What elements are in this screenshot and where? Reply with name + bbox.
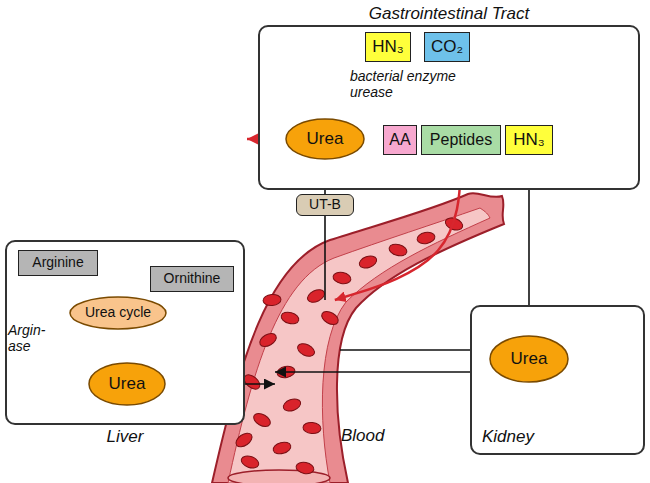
node-label: Arginine	[32, 255, 83, 270]
molecule-box: HN₃	[365, 32, 411, 62]
organ-panel: UreaKidney	[470, 305, 645, 455]
transporter-box: UT-B	[296, 194, 354, 216]
vessel-lumen	[228, 208, 490, 483]
node-label: CO₂	[431, 38, 463, 57]
red-blood-cell	[358, 254, 379, 270]
red-blood-cell	[416, 231, 436, 245]
red-blood-cell	[296, 341, 317, 359]
red-blood-cell	[272, 440, 292, 455]
red-blood-cell	[332, 271, 352, 285]
node-label: Urea	[307, 130, 344, 149]
red-blood-cell	[306, 287, 327, 305]
blood-vessel	[212, 193, 504, 483]
red-blood-cell	[263, 294, 282, 307]
annotation-label: bacterial enzyme urease	[350, 68, 458, 100]
region-label: Gastrointestinal Tract	[260, 4, 638, 24]
node-label: Peptides	[430, 131, 492, 149]
node-label: Ornithine	[164, 271, 221, 286]
red-blood-cell	[240, 454, 261, 470]
molecule-box: AA	[383, 125, 417, 155]
region-panel: HN₃CO₂UreaAAPeptidesHN₃Gastrointestinal …	[258, 25, 640, 190]
red-blood-cell	[257, 331, 278, 350]
region-label: Liver	[7, 427, 243, 447]
ellipse-shape	[89, 363, 165, 405]
node-label: Urea	[109, 375, 146, 394]
red-blood-cell	[303, 422, 322, 435]
vessel-opening	[228, 470, 330, 483]
red-blood-cell	[295, 461, 315, 475]
red-blood-cell	[280, 310, 300, 325]
region-label: Kidney	[482, 427, 534, 447]
molecule-box: CO₂	[424, 32, 470, 62]
region-label: Blood	[341, 426, 384, 446]
node-label: Urea cycle	[85, 305, 151, 320]
blood-vessel-node: Blood	[275, 300, 340, 450]
ellipse-shape	[70, 297, 166, 329]
node-label: Urea	[511, 350, 548, 369]
molecule-box: HN₃	[505, 125, 553, 155]
cycle-ellipse: Urea cycle	[69, 296, 167, 330]
molecule-box: Peptides	[421, 125, 501, 155]
ellipse-shape	[490, 336, 568, 382]
annotation-label: Argin- ase	[8, 322, 54, 354]
node-label: UT-B	[309, 197, 341, 212]
urea-ellipse: Urea	[88, 362, 166, 406]
red-blood-cells	[233, 216, 464, 475]
node-label: AA	[389, 131, 410, 149]
red-blood-cell	[233, 430, 254, 449]
red-blood-cell	[282, 397, 303, 413]
ellipse-shape	[286, 119, 364, 159]
vessel-wall	[212, 193, 504, 483]
red-blood-cell	[319, 309, 340, 328]
red-blood-cell	[388, 242, 408, 257]
urea-ellipse: Urea	[285, 118, 365, 160]
connector-arrow	[324, 216, 326, 300]
molecule-box: Arginine	[18, 250, 98, 276]
red-blood-cell	[251, 411, 272, 430]
urea-ellipse: Urea	[489, 335, 569, 383]
node-label: HN₃	[372, 38, 403, 57]
molecule-box: Ornithine	[150, 266, 234, 292]
node-label: HN₃	[513, 131, 544, 150]
